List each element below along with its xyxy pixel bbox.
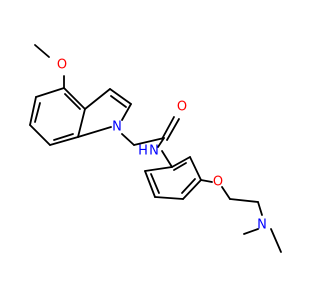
bond-ar-5: [189, 156, 202, 181]
atom-o-methoxy: O: [57, 58, 67, 73]
structure-canvas: O N O N H O N: [29, 44, 282, 253]
bond-ch2-ch2: [229, 198, 259, 203]
atom-o-carbonyl: O: [177, 100, 187, 115]
bond-c-o-double-a: [161, 116, 175, 140]
molecule-diagram: O N O N H O N: [29, 44, 282, 253]
bond-ar-4: [182, 179, 202, 200]
bond-c5-c6-inner: [34, 102, 41, 123]
bond-ar-1: [144, 166, 173, 172]
bond-c3-c2-inner: [110, 95, 127, 108]
bond-c7a-c3a: [77, 108, 86, 138]
atom-n-indole: N: [112, 120, 122, 135]
bond-n1-ch2: [121, 133, 135, 146]
bond-c3a-c4: [63, 87, 86, 110]
bond-ar-inner-3: [173, 162, 187, 171]
bond-c-o-double-b: [166, 118, 180, 141]
bond-n-aryl: [161, 150, 173, 168]
atom-h-amide: H: [138, 144, 148, 159]
bond-ar-2: [144, 170, 156, 198]
bond-c3-c2: [109, 88, 132, 105]
bond-ch2-carbonyl: [133, 137, 165, 146]
bond-ar-inner-1: [150, 173, 160, 194]
bond-n-methyl-2: [243, 228, 259, 235]
bond-c5-c6: [29, 96, 37, 126]
bond-methyl-o: [34, 44, 50, 58]
bond-c3a-c4-inner: [64, 93, 81, 110]
bond-ar-o: [200, 179, 213, 183]
bond-n-methyl-1: [270, 228, 282, 253]
bond-ar-6: [171, 156, 191, 168]
bond-c2-n1: [121, 103, 132, 121]
atom-o-ether: O: [213, 175, 223, 190]
bond-c7-c7a-inner: [53, 133, 74, 141]
bond-c6-c7: [29, 124, 51, 146]
bond-c4-c5: [35, 87, 65, 98]
atom-n-amine: N: [257, 218, 267, 233]
bond-o-ch2: [221, 186, 231, 200]
bond-ar-3: [154, 196, 184, 200]
bond-c3a-c3: [84, 88, 111, 110]
atom-labels: O N O N H O N: [57, 58, 267, 233]
bond-c7-c7a: [49, 136, 79, 146]
bond-ar-inner-2: [181, 178, 196, 194]
bond-n1-c7a: [77, 126, 112, 138]
atom-n-amide: N: [149, 144, 159, 159]
bonds: [29, 44, 282, 253]
bond-carbonyl-n: [157, 137, 165, 148]
bond-ch2-n: [257, 201, 263, 216]
